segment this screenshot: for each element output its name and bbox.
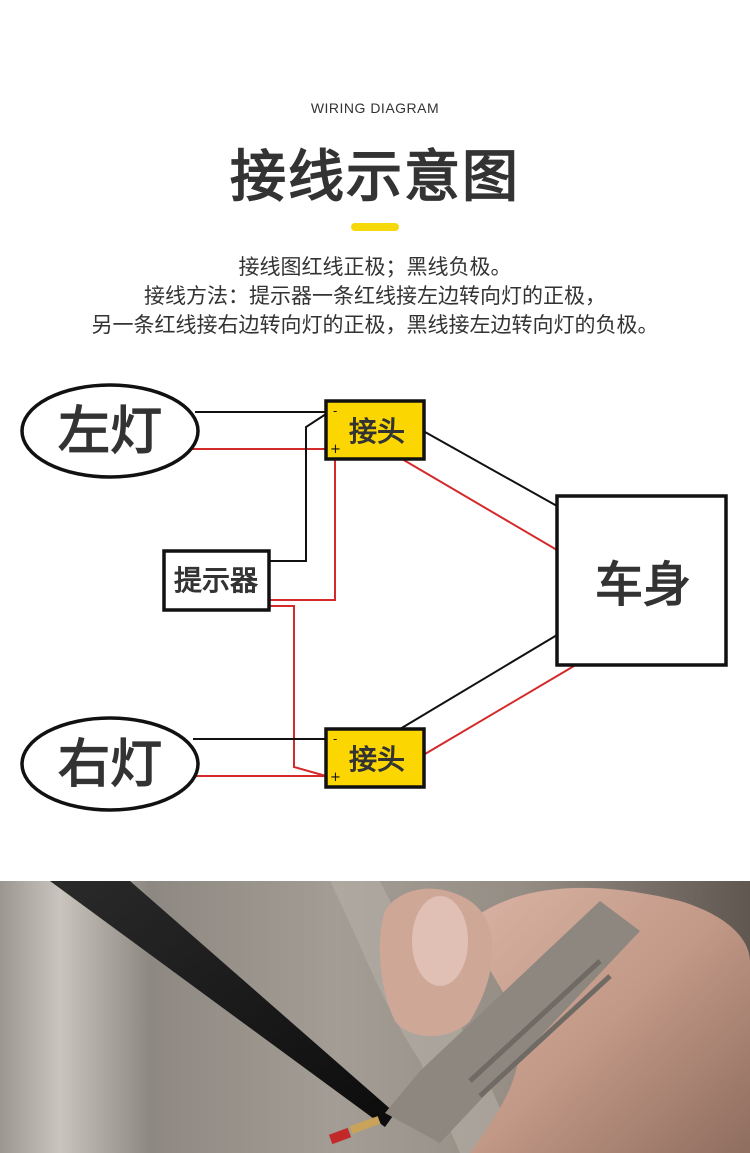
page-title: 接线示意图 (230, 145, 520, 210)
wire-buzzer-positive-left (269, 460, 336, 601)
top-connector-positive-mark: + (330, 442, 341, 457)
title-accent-bar (351, 223, 399, 231)
top-connector-node: 接头 - + (324, 399, 426, 461)
left-lamp-label: 左灯 (58, 402, 162, 462)
pliers-shape (50, 881, 395, 1127)
hand-shape (470, 887, 750, 1153)
car-body-node: 车身 (555, 494, 728, 667)
wire-bottom-connector-to-body-red (424, 665, 575, 755)
car-body-label: 车身 (595, 557, 691, 613)
wire-buzzer-negative (269, 413, 327, 562)
right-lamp-label: 右灯 (58, 735, 162, 795)
top-connector-negative-mark: - (333, 404, 337, 418)
connector-photo (0, 881, 750, 1153)
bottom-connector-positive-mark: + (330, 770, 341, 785)
right-lamp-node: 右灯 (20, 716, 200, 812)
wire-top-connector-to-body-red (401, 458, 558, 551)
left-lamp-node: 左灯 (20, 383, 200, 479)
description-line-2: 接线方法：提示器一条红线接左边转向灯的正极， (144, 284, 606, 308)
wires (192, 411, 575, 777)
description-block: 接线图红线正极；黑线负极。 接线方法：提示器一条红线接左边转向灯的正极， 另一条… (0, 253, 750, 340)
buzzer-label: 提示器 (174, 564, 259, 597)
connector-housing-shape (385, 901, 640, 1143)
wire-buzzer-positive-right (269, 605, 327, 777)
wiring-diagram: 左灯 右灯 提示器 接头 - + 接头 - + 车身 (0, 370, 750, 820)
bottom-connector-label: 接头 (349, 743, 405, 776)
subtitle-en: WIRING DIAGRAM (310, 100, 440, 116)
buzzer-node: 提示器 (162, 549, 271, 612)
description-line-1: 接线图红线正极；黑线负极。 (238, 255, 512, 279)
wire-top-connector-to-body-black (424, 431, 558, 507)
wire-bottom-connector-to-body-black (399, 634, 558, 730)
description-line-3: 另一条红线接右边转向灯的正极，黑线接左边转向灯的负极。 (91, 313, 659, 337)
bottom-connector-node: 接头 - + (324, 727, 426, 789)
bottom-connector-negative-mark: - (333, 732, 337, 746)
top-connector-label: 接头 (349, 415, 405, 448)
